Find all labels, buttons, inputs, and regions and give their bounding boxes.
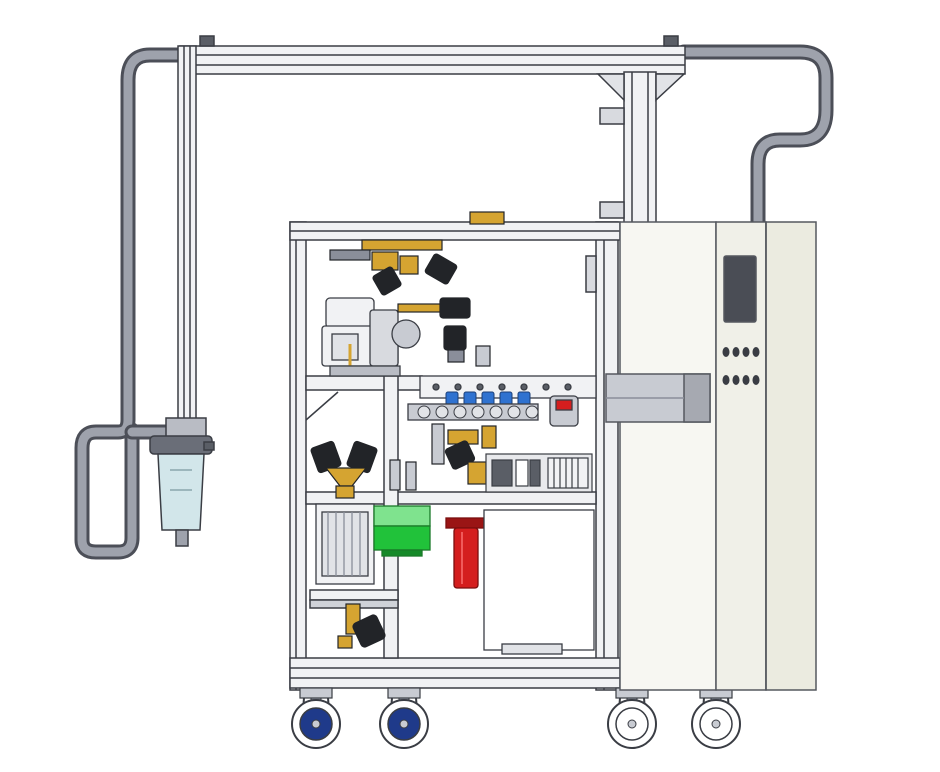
vacuum-pump-icon: [321, 297, 421, 377]
inline-filter: [149, 417, 215, 547]
pump-outlet-valve: [397, 297, 491, 367]
caster-wheel-icon: [379, 687, 429, 749]
caster-wheel-icon: [291, 687, 341, 749]
caster-wheel-icon: [607, 687, 657, 749]
indicator-button: [742, 347, 750, 357]
indicator-button: [752, 375, 760, 385]
solenoid-valve-icon: [372, 253, 458, 296]
control-board: [485, 453, 593, 493]
caster-wheels: [291, 687, 741, 749]
y-valve-bottom: [337, 603, 386, 649]
indicator-buttons: [722, 347, 760, 385]
cartridge-filter-icon: [445, 517, 485, 589]
green-module: [373, 505, 431, 557]
indicator-button: [752, 347, 760, 357]
display-screen: [723, 255, 757, 323]
y-valve-left: [310, 440, 417, 499]
overhead-frame: [177, 35, 686, 439]
indicator-button: [732, 347, 740, 357]
mid-fittings: [431, 423, 497, 485]
indicator-button: [742, 375, 750, 385]
heater-block: [315, 503, 375, 585]
control-cabinet: [605, 221, 817, 691]
indicator-button: [722, 375, 730, 385]
top-valve-cluster: [329, 211, 505, 296]
manifold-ports: [417, 405, 539, 419]
caster-wheel-icon: [691, 687, 741, 749]
valve-manifold: [407, 375, 597, 427]
indicator-button: [732, 375, 740, 385]
reservoir-tank: [483, 509, 595, 655]
solenoid-valve-bank: [445, 391, 531, 407]
hose-assembly: [74, 44, 834, 560]
indicator-button: [722, 347, 730, 357]
